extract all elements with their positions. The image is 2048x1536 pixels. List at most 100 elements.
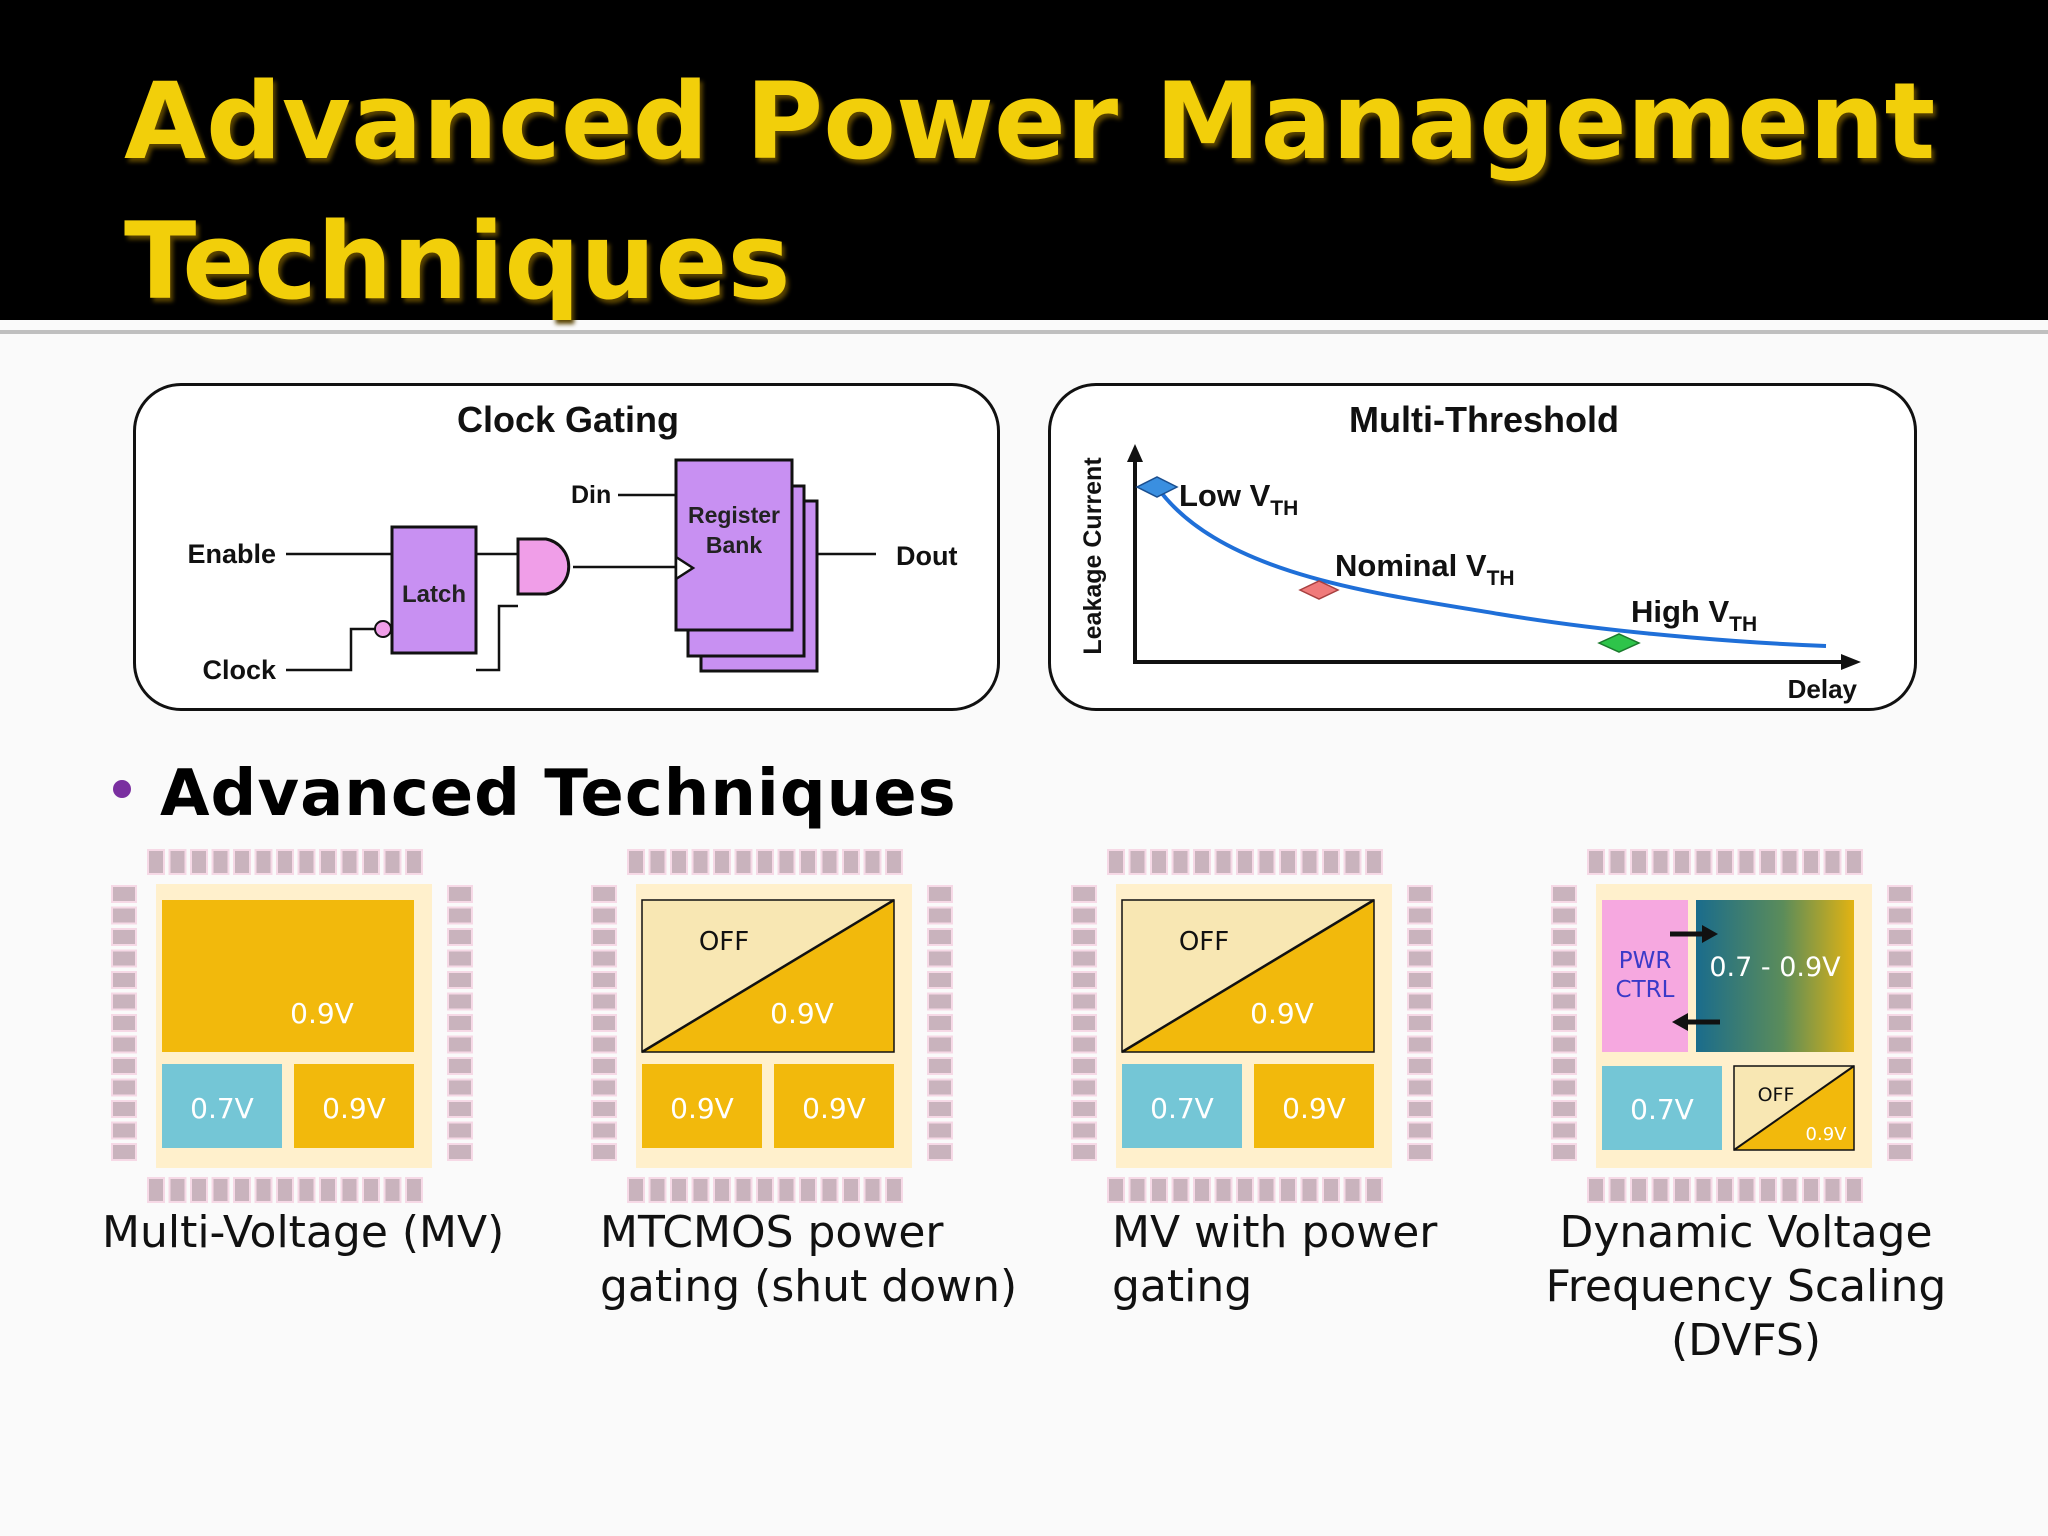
chip-pin	[1407, 1035, 1433, 1054]
chip-pin	[1887, 1035, 1913, 1054]
multi-threshold-panel: Multi-Threshold Leakage Current Delay Lo…	[1048, 383, 1917, 711]
clock-gating-diagram: Clock Gating Enable Clock Register Bank …	[187, 399, 957, 685]
chip-pin	[777, 1177, 796, 1203]
chip-pin	[863, 1177, 882, 1203]
chip-pin	[1407, 928, 1433, 946]
domain-bottom-right-label: 0.9V	[322, 1092, 386, 1125]
clock-gating-title: Clock Gating	[457, 399, 679, 440]
chip-pin	[340, 1177, 359, 1203]
chip-pin	[1071, 1057, 1097, 1075]
chip-pin	[168, 849, 187, 875]
chip-pin	[756, 849, 774, 875]
chip-pins	[1071, 849, 1433, 1203]
chip-pin	[1407, 992, 1433, 1011]
chip-pin	[111, 906, 137, 925]
chip-pin	[1343, 1177, 1362, 1203]
chip-pin	[340, 849, 359, 875]
chip-pin	[927, 1121, 953, 1140]
chip-pin	[1887, 1057, 1913, 1075]
chip-pin	[1887, 906, 1913, 925]
chip-pin	[1107, 1177, 1125, 1203]
domain-bottom-right-border	[1733, 1065, 1855, 1151]
chip-pin	[927, 992, 953, 1011]
chip-pin	[1587, 1177, 1605, 1203]
chip-pin	[1322, 1177, 1340, 1203]
chip-pin	[111, 885, 137, 903]
chip-pin	[1608, 849, 1627, 875]
y-axis-arrow-icon	[1127, 444, 1143, 462]
chip-pin	[863, 849, 882, 875]
chip-pin	[1407, 1100, 1433, 1118]
multi-threshold-chart: Multi-Threshold Leakage Current Delay Lo…	[1079, 399, 1861, 704]
inverter-bubble-icon	[374, 620, 392, 638]
chip-pin	[1071, 1143, 1097, 1161]
chip-pin	[111, 1100, 137, 1118]
chip-pin	[1551, 992, 1577, 1011]
chip-pin	[734, 849, 753, 875]
chip-pins	[111, 849, 473, 1203]
chip-pin	[1608, 1177, 1627, 1203]
low-vth-marker-icon	[1135, 476, 1179, 498]
chip-pin	[362, 1177, 380, 1203]
chip-pin	[1071, 1100, 1097, 1118]
chip-pin	[927, 928, 953, 946]
chip-pin	[591, 1078, 617, 1097]
chip-pin	[1071, 1078, 1097, 1097]
chip-pin	[691, 1177, 710, 1203]
chip-pin	[319, 1177, 337, 1203]
chip-pin	[1630, 1177, 1648, 1203]
title-bar	[0, 0, 2048, 320]
chip-pin	[1107, 849, 1125, 875]
pwr-ctrl-label-line2: CTRL	[1616, 977, 1675, 1003]
chip-pins	[591, 849, 953, 1203]
chip-pin	[1257, 1177, 1276, 1203]
clock-gating-panel: Clock Gating Enable Clock Register Bank …	[133, 383, 1000, 711]
latch-label: Latch	[402, 581, 466, 608]
chip-pin	[447, 1100, 473, 1118]
chip-mtcmos: OFF 0.9V 0.9V 0.9V	[591, 849, 953, 1203]
chip-pin	[447, 1143, 473, 1161]
chip-pin	[1737, 1177, 1756, 1203]
chip-pin	[147, 1177, 165, 1203]
chip-pin	[670, 849, 688, 875]
chip-pin	[927, 1035, 953, 1054]
chip-pin	[1887, 971, 1913, 989]
clock-label: Clock	[202, 655, 277, 685]
chip-pin	[1673, 849, 1691, 875]
chip-pin	[211, 1177, 230, 1203]
title-divider	[0, 330, 2048, 334]
chip-pin	[1150, 1177, 1168, 1203]
domain-bottom-right-label: 0.9V	[1282, 1092, 1346, 1125]
multi-threshold-title: Multi-Threshold	[1349, 399, 1619, 440]
chip-pin	[1171, 1177, 1190, 1203]
chip-pin	[1193, 849, 1211, 875]
chip-pin	[1171, 849, 1190, 875]
chip-pin	[927, 1057, 953, 1075]
chip-pin	[383, 1177, 402, 1203]
chip-pin	[447, 1121, 473, 1140]
chip-pin	[1407, 1057, 1433, 1075]
chip-pin	[297, 1177, 316, 1203]
caption-mv-power-gating: MV with power gating	[1112, 1206, 1437, 1314]
chip-pin	[591, 885, 617, 903]
chip-pin	[1407, 1014, 1433, 1032]
chip-pin	[276, 849, 294, 875]
chip-pin	[713, 849, 731, 875]
chip-pin	[276, 1177, 294, 1203]
chip-pin	[885, 1177, 903, 1203]
chip-pin	[1587, 849, 1605, 875]
dvfs-domain-label: 0.7 - 0.9V	[1709, 952, 1841, 983]
chip-pin	[1887, 992, 1913, 1011]
chip-pin	[1716, 1177, 1734, 1203]
chip-pin	[1551, 1078, 1577, 1097]
off-divider	[1733, 1065, 1855, 1151]
chip-pin	[297, 849, 316, 875]
chip-pin	[591, 1035, 617, 1054]
chip-pin	[591, 1057, 617, 1075]
chip-pin	[1150, 849, 1168, 875]
chip-pin	[1759, 1177, 1777, 1203]
chip-pin	[1071, 992, 1097, 1011]
domain-bottom-left	[642, 1064, 762, 1148]
domain-bottom-right-label: 0.9V	[802, 1092, 866, 1125]
chip-pin	[405, 849, 423, 875]
